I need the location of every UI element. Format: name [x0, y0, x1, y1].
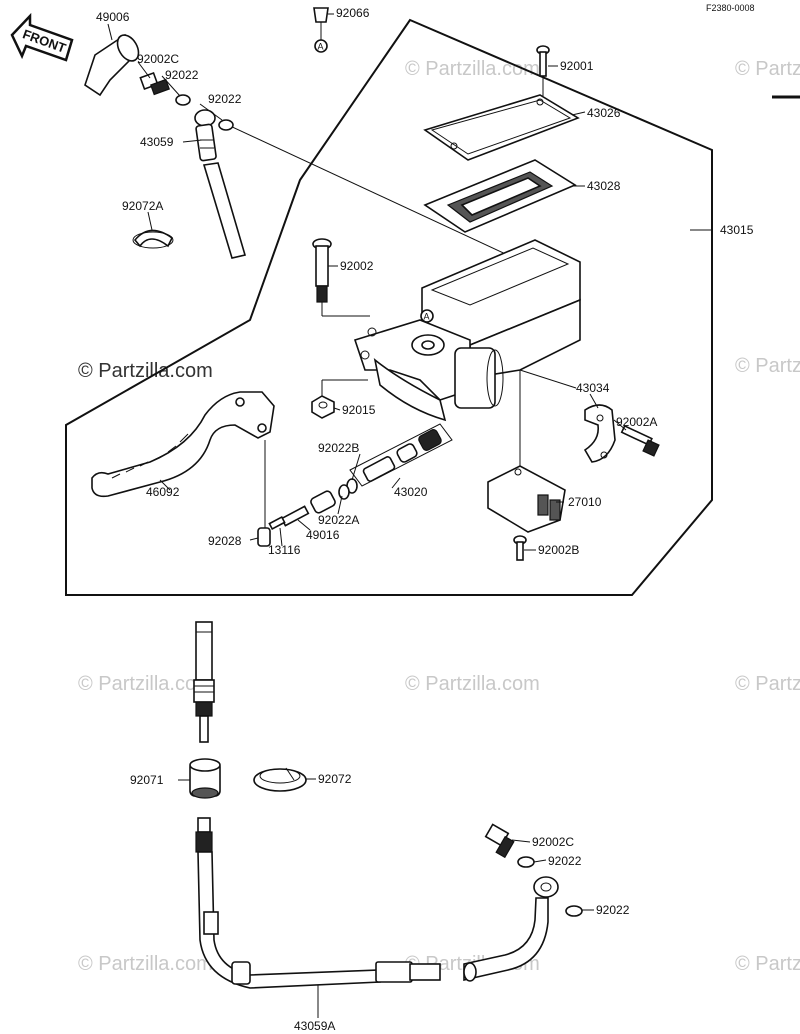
part-92022-washer	[565, 905, 583, 917]
part-92002B-screw	[513, 535, 527, 561]
label-46092: 46092	[146, 485, 180, 499]
watermark: © Partzilla.com	[405, 58, 540, 80]
part-92028-pin	[257, 527, 271, 547]
part-92001-screw	[536, 45, 550, 96]
label-92002B: 92002B	[538, 543, 579, 557]
part-43034-clamp-holder	[583, 404, 616, 463]
label-27010: 27010	[568, 495, 602, 509]
part-43015-master-cylinder	[353, 239, 581, 422]
watermark: © Partzilla.com	[405, 673, 540, 695]
part-92022-washer	[517, 856, 535, 868]
part-43020-piston-kit	[349, 423, 453, 487]
label-92002C: 92002C	[532, 835, 574, 849]
part-92002-bolt	[312, 238, 370, 317]
label-92071: 92071	[130, 773, 164, 787]
label-92072A: 92072A	[122, 199, 163, 213]
part-43026-reservoir-cap	[423, 94, 580, 161]
label-43034: 43034	[576, 381, 610, 395]
label-49016: 49016	[306, 528, 340, 542]
leader-lines	[107, 13, 627, 1018]
center-line	[227, 124, 541, 271]
front-arrow-icon: FRONT	[10, 12, 74, 62]
label-43020: 43020	[394, 485, 428, 499]
part-43028-diaphragm	[423, 159, 577, 233]
label-92002A: 92002A	[616, 415, 657, 429]
watermark: © Partzilla.com	[735, 953, 800, 975]
label-92022: 92022	[596, 903, 630, 917]
label-43059: 43059	[140, 135, 174, 149]
part-46092-lever	[91, 391, 275, 498]
label-92002C: 92002C	[137, 52, 179, 66]
label-49006: 49006	[96, 10, 130, 24]
label-43026: 43026	[587, 106, 621, 120]
label-92028: 92028	[208, 534, 242, 548]
diagram-code: F2380-0008	[706, 3, 755, 13]
label-43028: 43028	[587, 179, 621, 193]
part-27010-switch	[487, 465, 566, 533]
label-92022: 92022	[165, 68, 199, 82]
watermark: © Partzilla.com	[78, 953, 213, 975]
part-43059-hose	[194, 109, 247, 259]
part-49016-push-rod	[268, 490, 336, 531]
label-43059A: 43059A	[294, 1019, 335, 1033]
label-92072: 92072	[318, 772, 352, 786]
label-92022A: 92022A	[318, 513, 359, 527]
assembly-boundary	[65, 18, 713, 596]
label-13116: 13116	[268, 543, 301, 557]
label-43015: 43015	[720, 223, 754, 237]
callout-marker-label: A	[424, 312, 430, 322]
watermarks: © Partzilla.com © Partzilla.com © Partzi…	[78, 58, 800, 975]
label-92066: 92066	[336, 6, 370, 20]
label-92022: 92022	[208, 92, 242, 106]
part-92066-cap	[313, 7, 329, 40]
part-92071-grommet	[189, 758, 221, 799]
part-92002A-bolt	[620, 424, 660, 457]
part-92002C-bolt-lower	[484, 823, 515, 859]
callout-marker	[420, 309, 434, 323]
part-92002C-bolt	[139, 71, 170, 96]
part-92072-clamp	[253, 767, 307, 792]
part-43059A-hose	[195, 817, 559, 989]
part-labels: 49006 92002C 92022 92022 43059 92072A 92…	[96, 6, 754, 1033]
watermark: © Partzilla.com	[735, 673, 800, 695]
callout-marker-label: A	[318, 42, 324, 52]
watermark: © Partzilla.com	[735, 58, 800, 80]
label-92022: 92022	[548, 854, 582, 868]
label-92002: 92002	[340, 259, 374, 273]
part-49006-boot	[84, 33, 140, 97]
part-92015-nut	[311, 379, 368, 419]
callout-marker	[314, 39, 328, 53]
label-92015: 92015	[342, 403, 376, 417]
part-92072A-clamp	[132, 229, 174, 249]
watermark: © Partzilla.com	[78, 673, 213, 695]
part-92022A-washer	[338, 484, 350, 500]
part-92022-washer	[175, 94, 191, 106]
part-hose-upper-section	[193, 621, 215, 743]
part-92022-washer	[218, 119, 234, 131]
label-92001: 92001	[560, 59, 594, 73]
watermark: © Partzilla.com	[735, 355, 800, 377]
label-92022B: 92022B	[318, 441, 359, 455]
watermark-dark: © Partzilla.com	[78, 360, 213, 382]
